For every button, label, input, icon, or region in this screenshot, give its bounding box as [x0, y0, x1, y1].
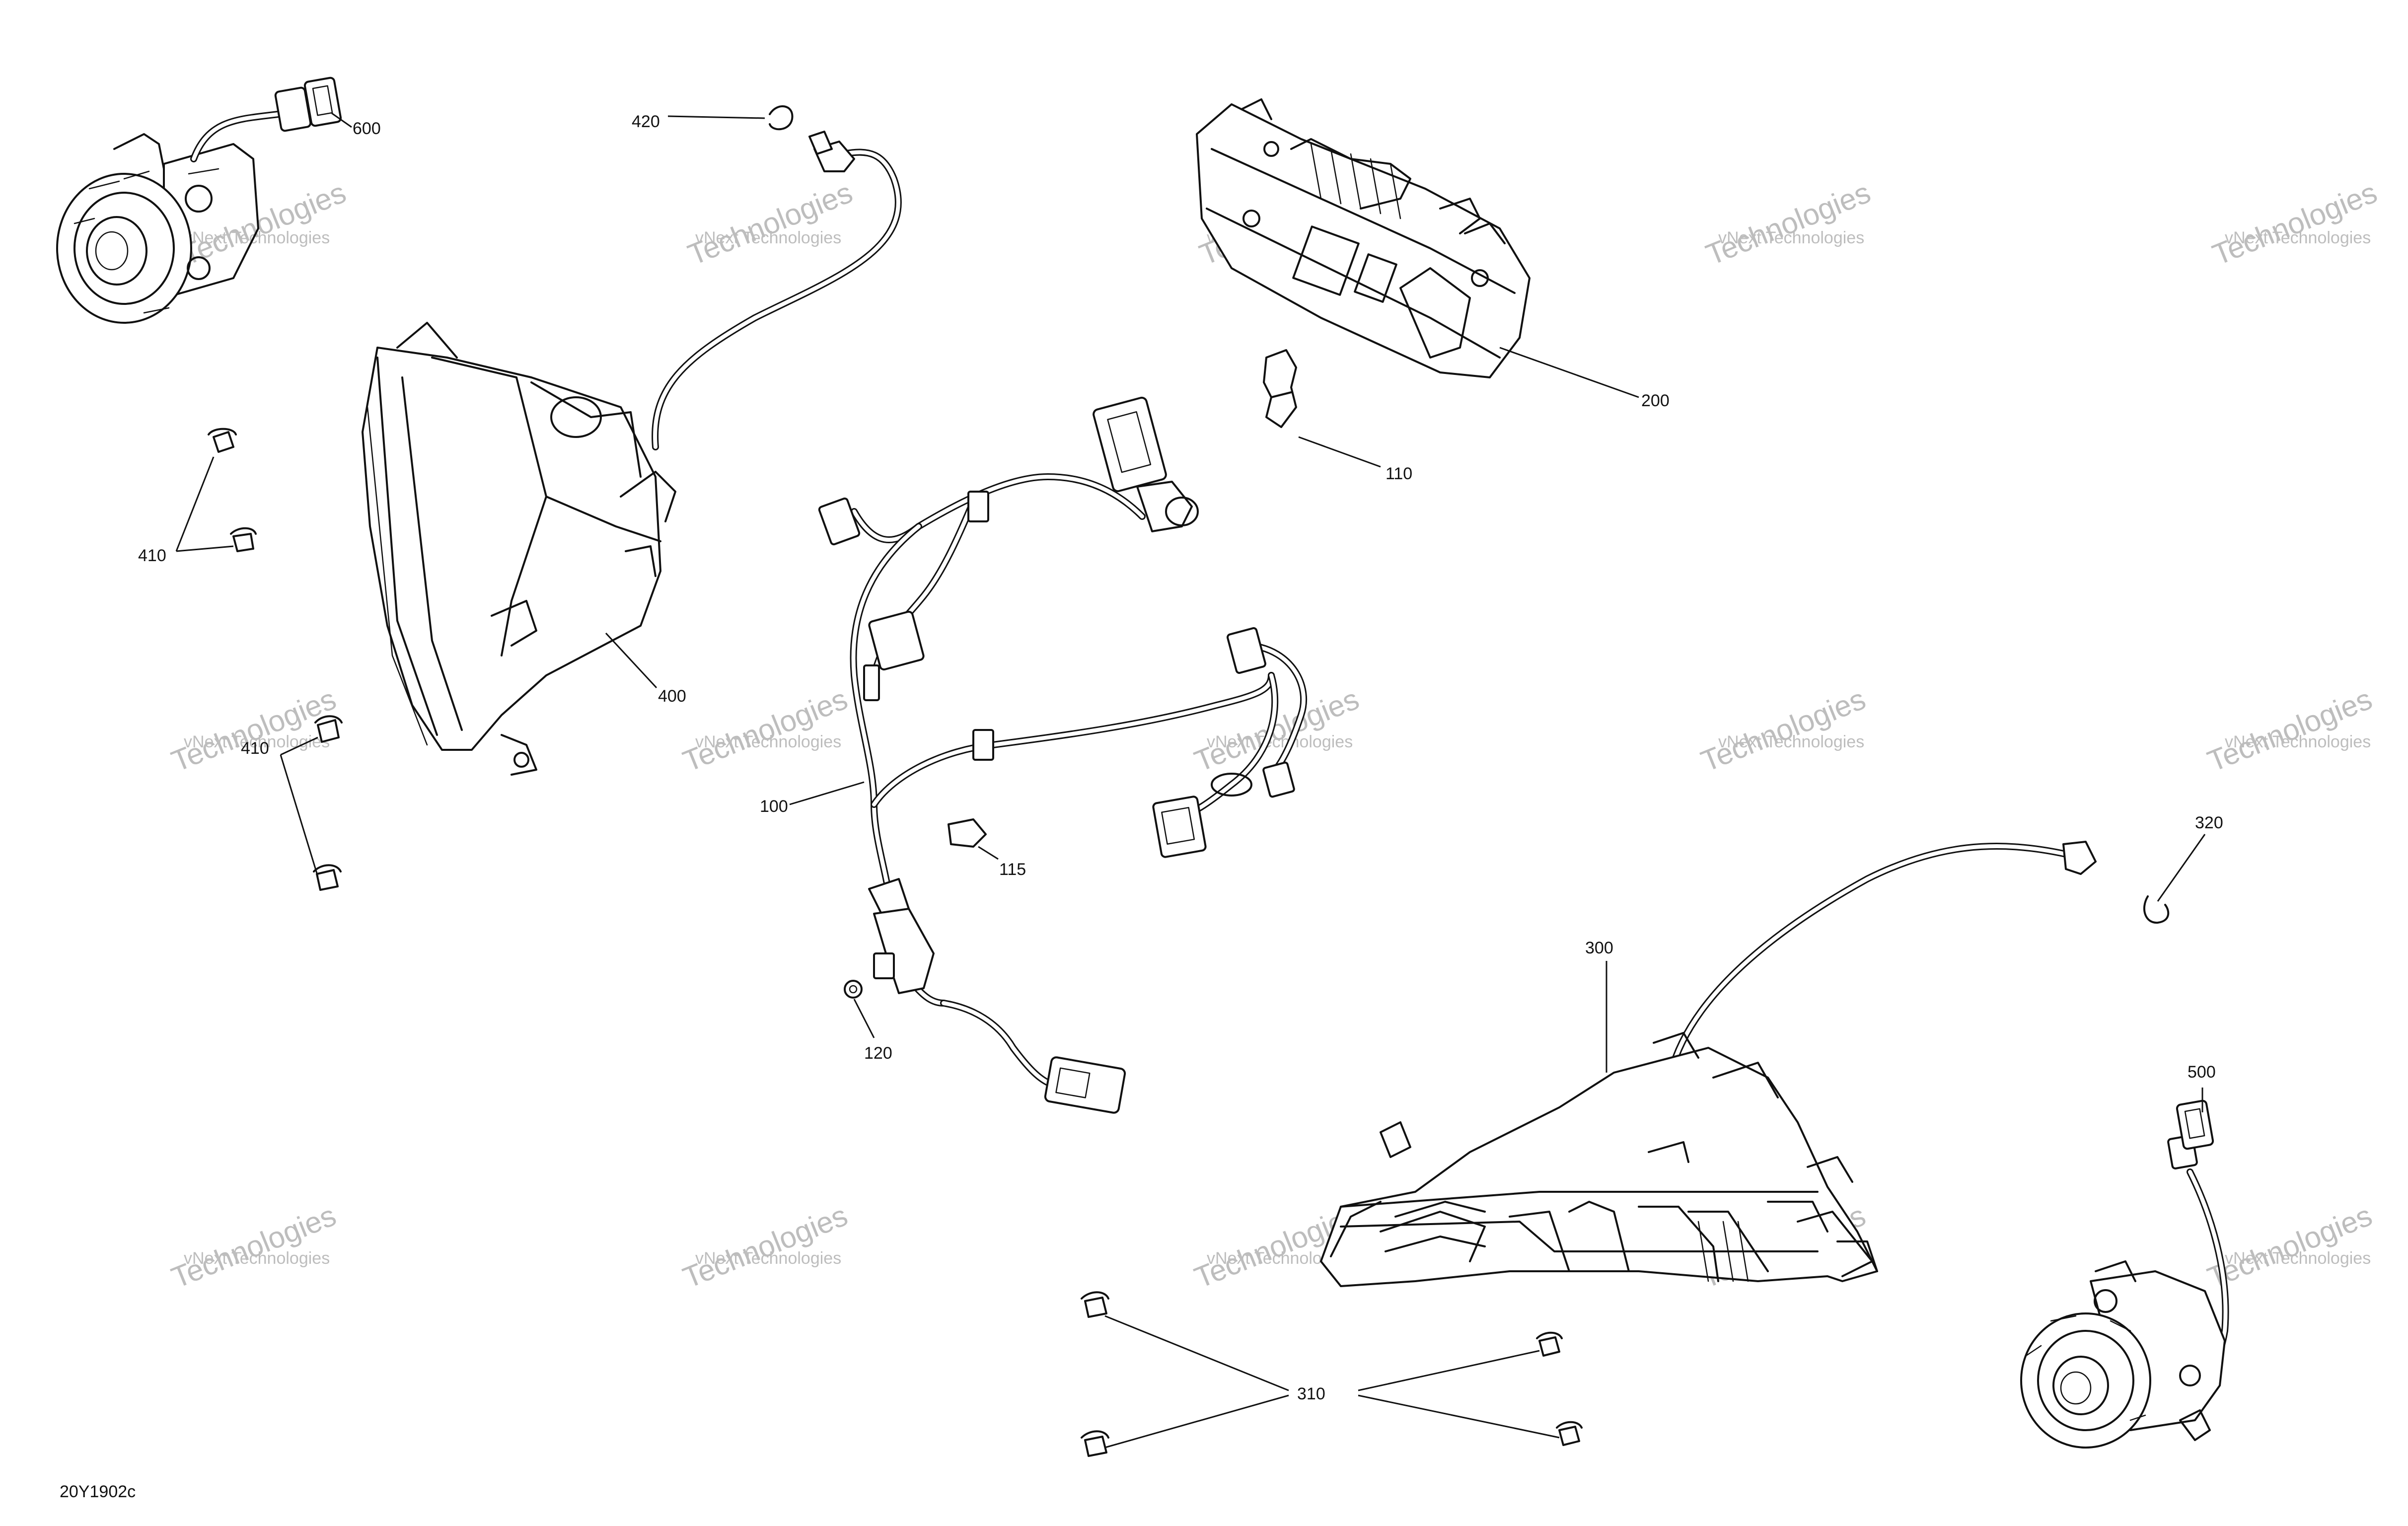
watermark-text: vNext Technologies — [695, 228, 841, 247]
watermark: Technologies — [1701, 176, 1875, 272]
leader-115 — [978, 846, 999, 860]
part-600-fog-light[interactable] — [56, 76, 342, 324]
leader-310 — [1104, 1315, 1289, 1391]
leader-200 — [1499, 347, 1639, 398]
leader-310 — [1104, 1394, 1289, 1449]
watermark: Technologies — [2203, 1199, 2377, 1295]
callout-115: 115 — [999, 860, 1026, 879]
callout-100: 100 — [760, 797, 788, 816]
svg-text:Technologies: Technologies — [167, 682, 341, 778]
watermark-text: vNext Technologies — [2225, 228, 2371, 247]
part-100-wiring-harness[interactable] — [818, 396, 1307, 1114]
callout-500: 500 — [2188, 1063, 2216, 1082]
leader-100 — [789, 781, 865, 805]
leader-320 — [2157, 834, 2206, 902]
leader-410b — [280, 736, 318, 756]
watermark-layer: Technologies vNext Technologies Technolo… — [167, 176, 2382, 1295]
svg-text:Technologies: Technologies — [2203, 1199, 2377, 1295]
svg-text:Technologies: Technologies — [678, 682, 852, 778]
part-410-screw[interactable] — [313, 864, 342, 891]
leader-410a — [175, 456, 215, 552]
watermark-text: vNext Technologies — [1718, 228, 1864, 247]
watermark-text: vNext Technologies — [2225, 1249, 2371, 1268]
callout-410b: 410 — [241, 739, 269, 758]
callout-200: 200 — [1641, 391, 1670, 410]
svg-text:Technologies: Technologies — [2203, 682, 2377, 778]
part-310-screw[interactable] — [1081, 1291, 1109, 1318]
leader-120 — [853, 999, 875, 1038]
watermark-text: vNext Technologies — [1207, 732, 1353, 751]
watermark-text: vNext Technologies — [184, 732, 330, 751]
part-310-screw[interactable] — [1536, 1331, 1563, 1357]
svg-text:Technologies: Technologies — [1701, 176, 1875, 272]
callout-310: 310 — [1297, 1384, 1325, 1403]
watermark-text: vNext Technologies — [1718, 732, 1864, 751]
leader-410b — [280, 754, 319, 877]
watermark-text: vNext Technologies — [695, 1249, 841, 1268]
leader-600 — [331, 112, 352, 128]
callout-600: 600 — [353, 119, 381, 138]
leader-110 — [1298, 436, 1381, 468]
part-110-clip[interactable] — [1263, 349, 1297, 428]
leader-400 — [605, 632, 657, 689]
watermark-text: vNext Technologies — [2225, 732, 2371, 751]
leader-310 — [1358, 1350, 1540, 1391]
watermark-text: vNext Technologies — [695, 732, 841, 751]
part-320-clip[interactable] — [2143, 895, 2170, 924]
svg-text:Technologies: Technologies — [2208, 176, 2382, 272]
part-200-gauge-cluster[interactable] — [1196, 98, 1531, 378]
part-410-screw[interactable] — [208, 428, 237, 453]
watermark: Technologies — [678, 682, 852, 778]
svg-text:Technologies: Technologies — [683, 176, 857, 272]
callout-120: 120 — [864, 1044, 892, 1063]
watermark: Technologies — [1696, 682, 1870, 778]
watermark: Technologies — [167, 682, 341, 778]
watermark: Technologies — [167, 1199, 341, 1295]
part-115-clip[interactable] — [948, 818, 987, 848]
callout-410a: 410 — [138, 546, 166, 565]
watermark-text: vNext Technologies — [184, 1249, 330, 1268]
callout-110: 110 — [1386, 464, 1412, 483]
part-120-nut[interactable] — [844, 980, 863, 999]
part-410-screw[interactable] — [230, 527, 257, 552]
callout-400: 400 — [658, 687, 686, 706]
part-420-clip[interactable] — [769, 105, 794, 131]
callout-420: 420 — [632, 112, 660, 131]
leader-420 — [667, 115, 765, 119]
watermark: Technologies — [2208, 176, 2382, 272]
svg-text:Technologies: Technologies — [167, 1199, 341, 1295]
part-300-headlight[interactable] — [1320, 841, 2097, 1287]
callout-300: 300 — [1585, 939, 1613, 957]
headlight-wire — [652, 131, 902, 450]
svg-text:Technologies: Technologies — [678, 1199, 852, 1295]
part-410-screw[interactable] — [314, 715, 343, 743]
watermark: Technologies — [678, 1199, 852, 1295]
watermark: Technologies — [683, 176, 857, 272]
part-400-headlight[interactable] — [362, 322, 676, 776]
part-310-screw[interactable] — [1556, 1421, 1583, 1446]
diagram-code: 20Y1902c — [60, 1482, 136, 1501]
leader-310 — [1358, 1394, 1560, 1439]
part-310-screw[interactable] — [1081, 1430, 1109, 1457]
callout-320: 320 — [2195, 813, 2223, 832]
svg-text:Technologies: Technologies — [1696, 682, 1870, 778]
watermark: Technologies — [2203, 682, 2377, 778]
part-500-fog-light[interactable] — [2020, 1099, 2229, 1449]
leader-410a — [176, 545, 234, 552]
